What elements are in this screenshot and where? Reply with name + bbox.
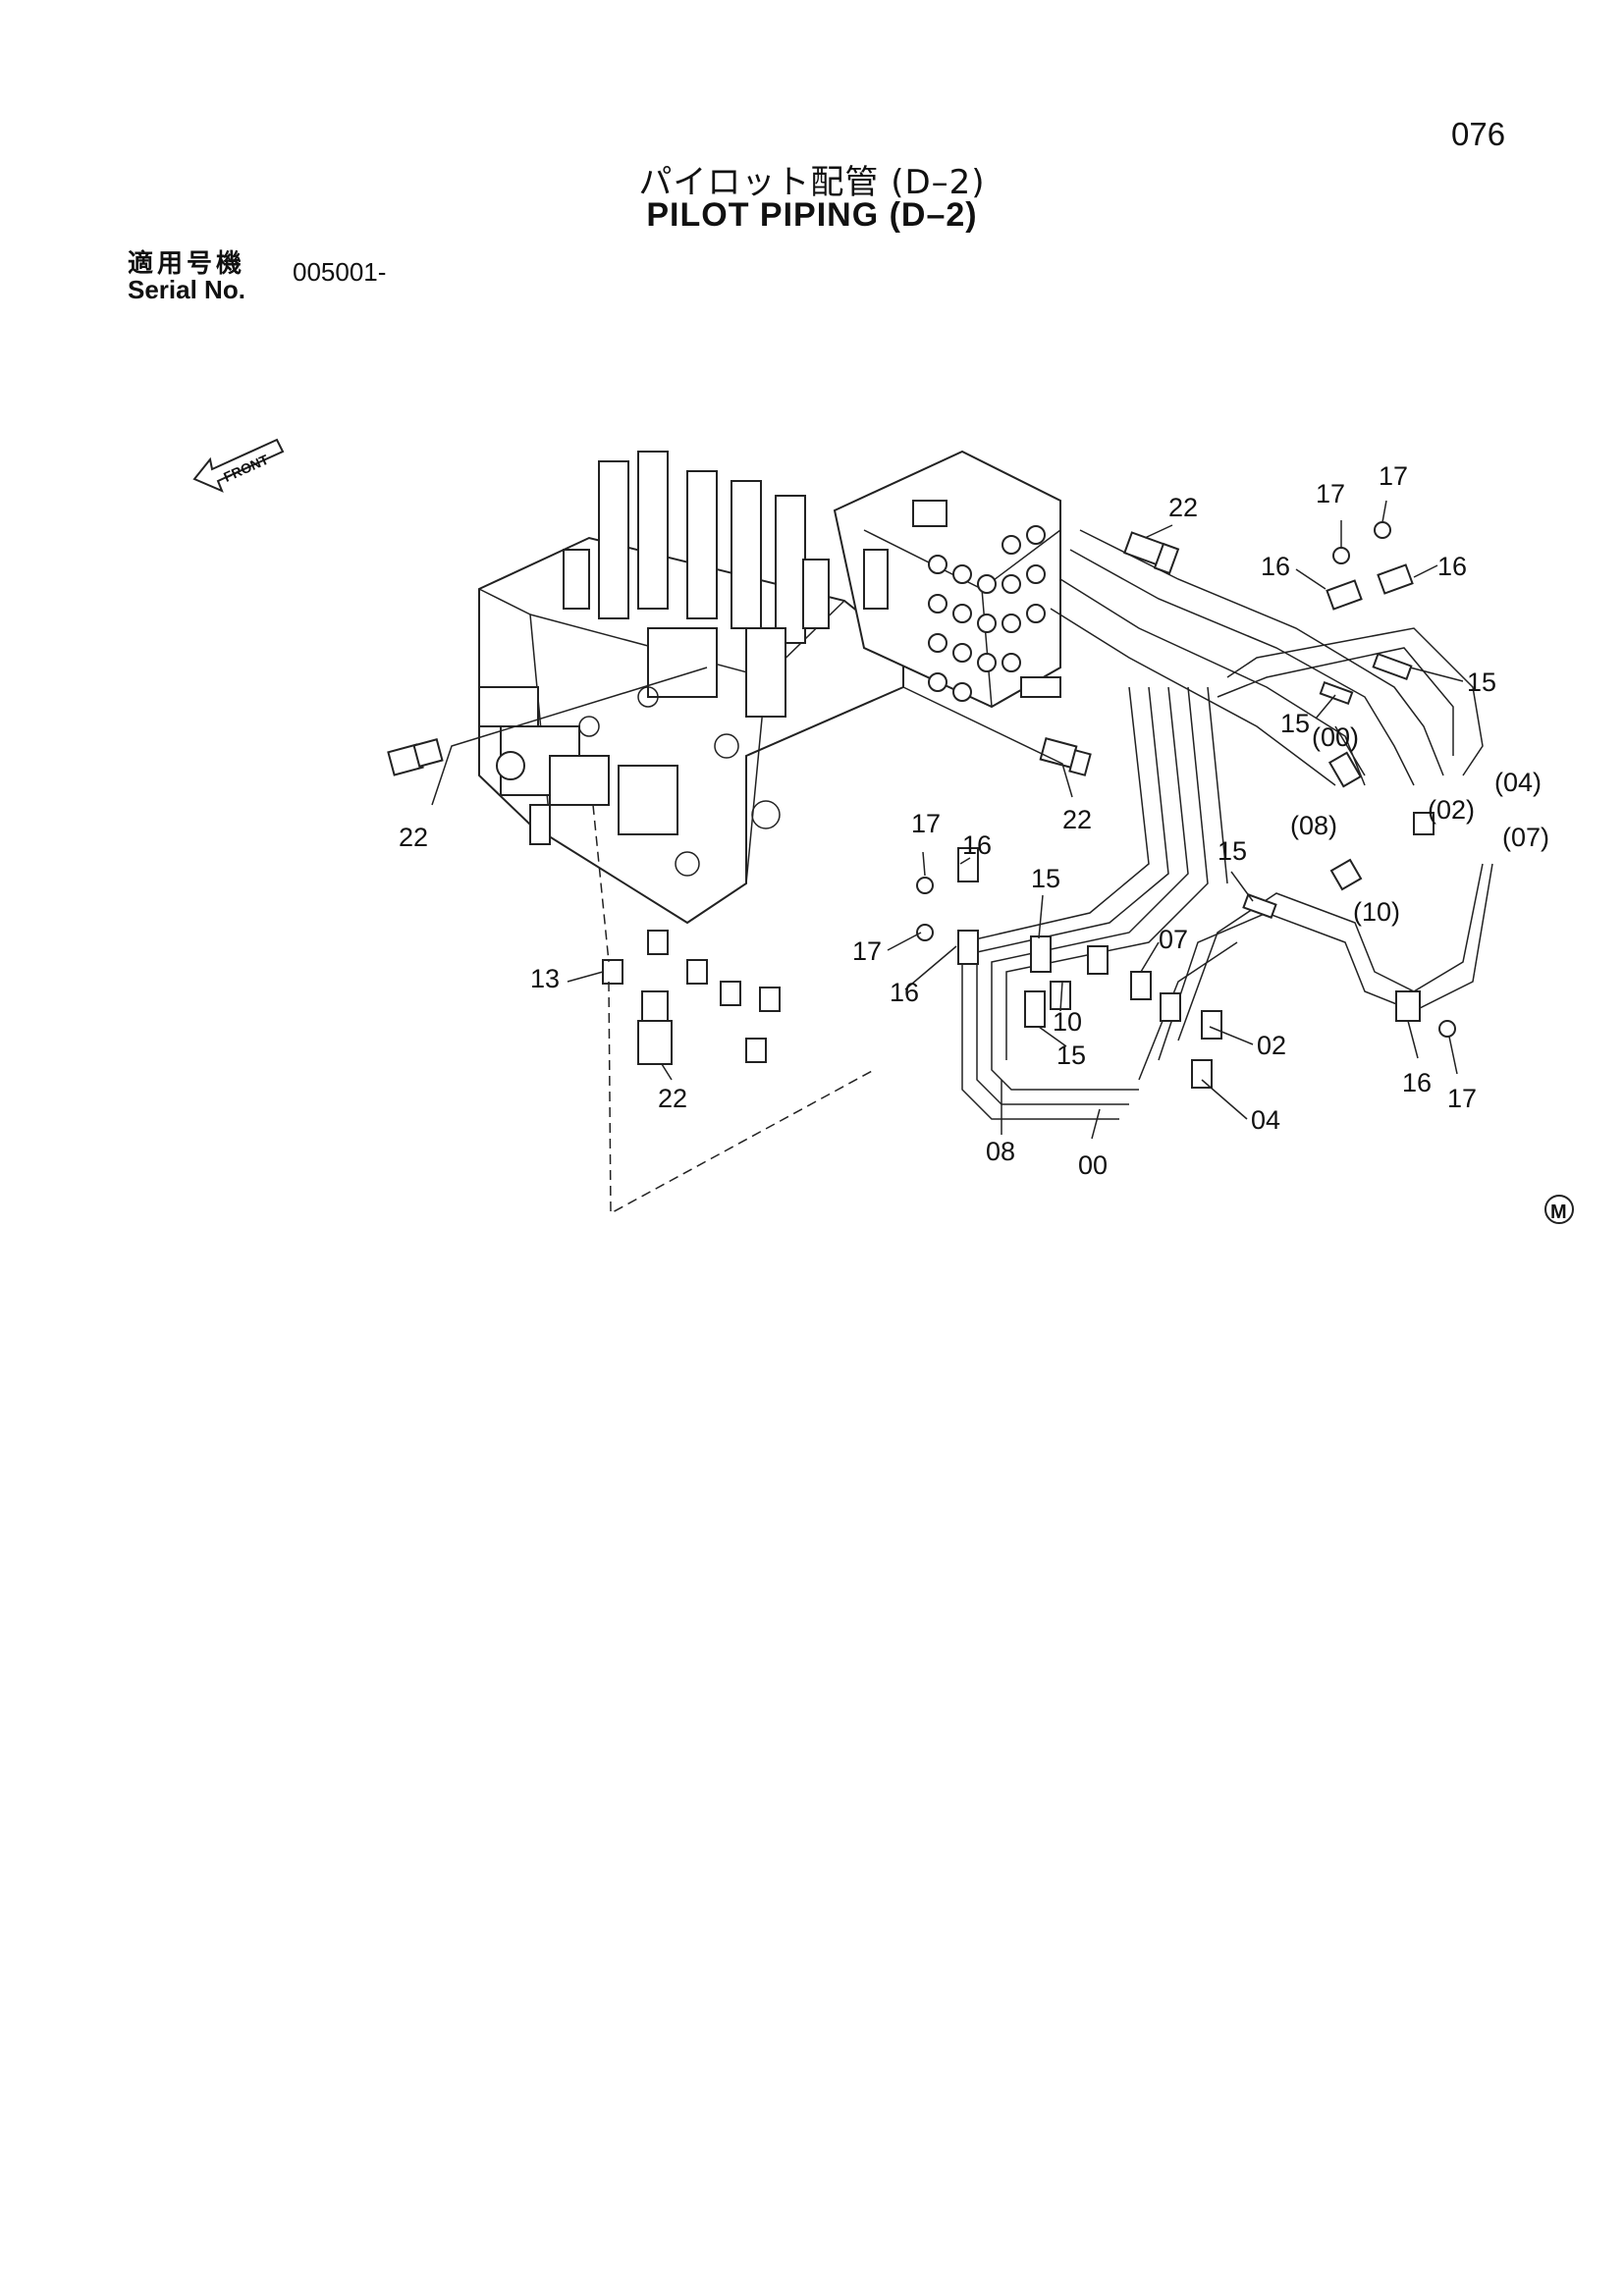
corner-mark: M (1544, 1195, 1574, 1224)
pressure-sensor-top (1123, 531, 1180, 575)
serial-label-japanese: 適用号機 (128, 249, 246, 279)
callout-15-b: 15 (1280, 709, 1310, 738)
corner-mark-letter: M (1550, 1201, 1567, 1223)
callout-16-a: 16 (1261, 552, 1290, 581)
callout-16-c: 16 (962, 830, 992, 860)
pressure-sensor-left (387, 738, 444, 776)
callout-15-a: 15 (1467, 667, 1496, 697)
callout-08-paren: (08) (1290, 811, 1337, 840)
pressure-sensor-mid (1039, 737, 1092, 776)
callout-13: 13 (530, 964, 560, 993)
pilot-pipe-bundle (961, 529, 1493, 1120)
callout-17-d: 17 (852, 936, 882, 966)
callout-07: 07 (1159, 925, 1188, 954)
callout-07-paren: (07) (1502, 823, 1549, 852)
page-title-japanese: パイロット配管 (D–2) (638, 163, 986, 202)
front-arrow-label: FRONT (221, 452, 271, 485)
leader-lines (431, 500, 1464, 1140)
page-title-english: PILOT PIPING (D–2) (646, 196, 978, 234)
serial-label: Serial No. (128, 275, 245, 304)
control-valve-assembly (478, 451, 904, 925)
callout-04: 04 (1251, 1105, 1280, 1135)
callout-22-top: 22 (1168, 493, 1198, 522)
callout-10-paren: (10) (1353, 897, 1400, 927)
callout-17-e: 17 (1447, 1084, 1477, 1113)
callout-02: 02 (1257, 1031, 1286, 1060)
callout-02-paren: (02) (1428, 795, 1475, 825)
front-arrow-icon: FRONT (192, 438, 285, 493)
callout-15-lower: 15 (1056, 1041, 1086, 1070)
callout-16-e: 16 (1402, 1068, 1432, 1097)
callout-08: 08 (986, 1137, 1015, 1166)
callout-00-paren: (00) (1312, 722, 1359, 752)
callout-15-c: 15 (1031, 864, 1060, 893)
pressure-sensor-bottom (637, 990, 673, 1065)
bolts (916, 521, 1456, 1038)
callout-16-b: 16 (1437, 552, 1467, 581)
serial-number-value: 005001- (293, 257, 387, 287)
callout-04-paren: (04) (1494, 768, 1542, 797)
callout-22-left: 22 (399, 823, 428, 852)
callout-17-c: 17 (911, 809, 941, 838)
callout-17-b: 17 (1379, 461, 1408, 491)
pilot-manifold-block (833, 450, 1061, 709)
pipe-fittings (602, 930, 781, 1063)
callout-10: 10 (1053, 1007, 1082, 1037)
callout-17-a: 17 (1316, 479, 1345, 508)
callout-22-mid: 22 (1062, 805, 1092, 834)
callout-00: 00 (1078, 1150, 1108, 1180)
callout-16-d: 16 (890, 978, 919, 1007)
callout-15-d-right: 15 (1218, 836, 1247, 866)
page-number: 076 (1451, 116, 1506, 152)
callout-22-bottom: 22 (658, 1084, 687, 1113)
